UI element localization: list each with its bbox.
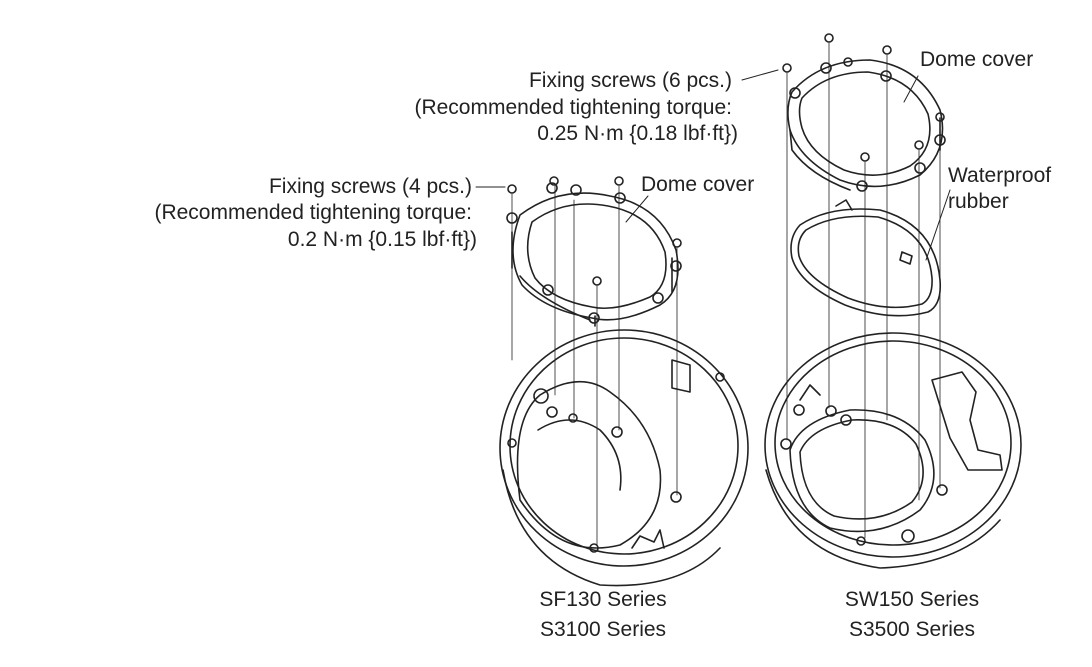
left-fixing-screws <box>507 176 682 286</box>
left-base <box>499 329 749 587</box>
right-series-label-1: SW150 Series <box>844 588 980 611</box>
right-torque-line1: (Recommended tightening torque: <box>414 96 732 119</box>
left-series-label-2: S3100 Series <box>539 618 667 641</box>
waterproof-rubber-label: Waterproof <box>948 164 1052 187</box>
right-base <box>764 332 1022 569</box>
left-series-label-1: SF130 Series <box>539 588 667 611</box>
left-dome-cover <box>506 182 682 327</box>
right-fixing-screws <box>782 33 945 162</box>
right-torque-line2: 0.25 N·m {0.18 lbf·ft}) <box>537 122 738 145</box>
waterproof-rubber <box>790 199 942 317</box>
right-screws-label: Fixing screws (6 pcs.) <box>528 69 732 92</box>
right-guide-lines <box>786 42 941 539</box>
left-guide-lines <box>511 185 678 546</box>
right-dome-cover-label: Dome cover <box>920 48 1034 71</box>
right-series-label-2: S3500 Series <box>848 618 976 641</box>
right-dome-cover <box>787 57 946 192</box>
left-torque-line2: 0.2 N·m {0.15 lbf·ft}) <box>287 228 477 251</box>
left-screws-label: Fixing screws (4 pcs.) <box>268 175 472 198</box>
left-dome-cover-label: Dome cover <box>641 173 755 196</box>
waterproof-rubber-label-2: rubber <box>948 190 1009 213</box>
left-torque-line1: (Recommended tightening torque: <box>154 201 472 224</box>
leader-lines <box>475 69 951 261</box>
